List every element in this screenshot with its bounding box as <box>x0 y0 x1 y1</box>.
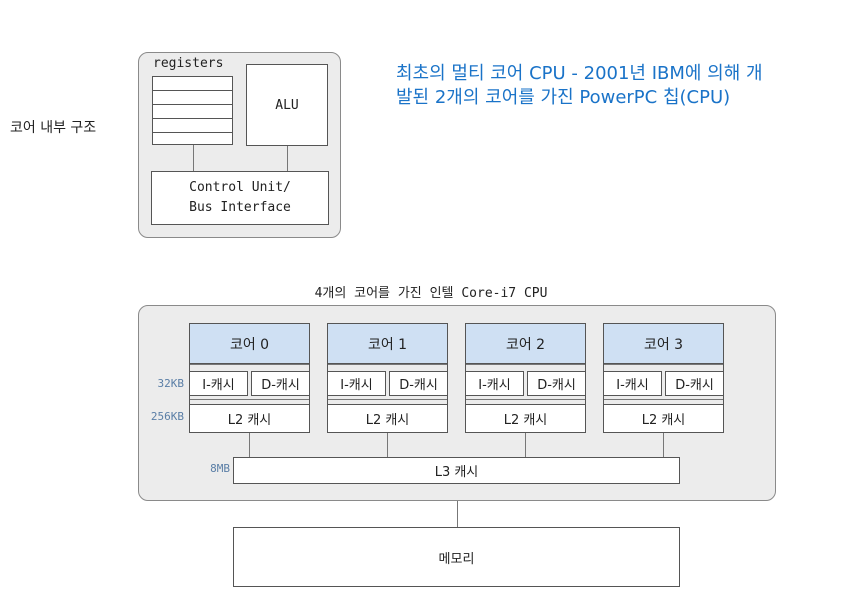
l2-label: L2 캐시 <box>503 413 548 428</box>
alu-box: ALU <box>246 64 328 146</box>
core-separator <box>189 364 310 365</box>
icache-label: I-캐시 <box>478 378 511 393</box>
caption-line-1: 최초의 멀티 코어 CPU - 2001년 IBM에 의해 개 <box>396 63 763 84</box>
core-2-icache: I-캐시 <box>465 371 524 396</box>
l2-size-label: 256KB <box>150 410 184 423</box>
l2-label: L2 캐시 <box>641 413 686 428</box>
core-0-header: 코어 0 <box>189 323 310 364</box>
control-unit-label: Control Unit/ <box>189 180 291 195</box>
core-separator <box>327 399 448 400</box>
l3-cache-label: L3 캐시 <box>434 465 479 480</box>
core-1-l2: L2 캐시 <box>327 404 448 433</box>
cpu-memory-connector <box>457 501 458 527</box>
l2-label: L2 캐시 <box>227 413 272 428</box>
core-1-name: 코어 1 <box>367 336 408 353</box>
icache-label: I-캐시 <box>616 378 649 393</box>
icache-label: I-캐시 <box>202 378 235 393</box>
core-separator <box>465 364 586 365</box>
l3-size-label: 8MB <box>210 462 230 475</box>
l2-l3-connector <box>525 433 526 457</box>
icache-label: I-캐시 <box>340 378 373 393</box>
l3-cache: L3 캐시 <box>233 457 680 484</box>
core-0-dcache: D-캐시 <box>251 371 310 396</box>
dcache-label: D-캐시 <box>261 378 300 393</box>
core-separator <box>603 364 724 365</box>
core-internal-label: 코어 내부 구조 <box>10 120 97 136</box>
core-1-icache: I-캐시 <box>327 371 386 396</box>
core-0-icache: I-캐시 <box>189 371 248 396</box>
core-3-dcache: D-캐시 <box>665 371 724 396</box>
dcache-label: D-캐시 <box>537 378 576 393</box>
alu-label: ALU <box>275 97 299 113</box>
core-3-l2: L2 캐시 <box>603 404 724 433</box>
core-0: 코어 0 I-캐시 D-캐시 L2 캐시 <box>189 323 310 433</box>
memory-label: 메모리 <box>438 551 475 567</box>
bus-interface-label: Bus Interface <box>189 200 291 215</box>
core-0-l2: L2 캐시 <box>189 404 310 433</box>
core-separator <box>189 399 310 400</box>
registers-stack <box>152 76 233 145</box>
connector-line <box>287 146 288 171</box>
core-3: 코어 3 I-캐시 D-캐시 L2 캐시 <box>603 323 724 433</box>
core-2: 코어 2 I-캐시 D-캐시 L2 캐시 <box>465 323 586 433</box>
core-3-icache: I-캐시 <box>603 371 662 396</box>
core-separator <box>465 399 586 400</box>
core-2-header: 코어 2 <box>465 323 586 364</box>
control-unit-box: Control Unit/ Bus Interface <box>151 171 329 225</box>
core-0-name: 코어 0 <box>229 336 270 353</box>
cpu-title: 4개의 코어를 가진 인텔 Core-i7 CPU <box>314 286 548 301</box>
core-separator <box>603 399 724 400</box>
core-1-header: 코어 1 <box>327 323 448 364</box>
core-3-header: 코어 3 <box>603 323 724 364</box>
core-2-dcache: D-캐시 <box>527 371 586 396</box>
memory-box: 메모리 <box>233 527 680 587</box>
core-1: 코어 1 I-캐시 D-캐시 L2 캐시 <box>327 323 448 433</box>
core-2-name: 코어 2 <box>505 336 546 353</box>
registers-label: registers <box>153 56 224 71</box>
connector-line <box>193 145 194 171</box>
l2-l3-connector <box>387 433 388 457</box>
l1-size-label: 32KB <box>157 377 185 390</box>
core-3-name: 코어 3 <box>643 336 684 353</box>
caption-line-2: 발된 2개의 코어를 가진 PowerPC 칩(CPU) <box>396 87 731 108</box>
l2-l3-connector <box>663 433 664 457</box>
core-separator <box>327 364 448 365</box>
l2-label: L2 캐시 <box>365 413 410 428</box>
caption-text: 최초의 멀티 코어 CPU - 2001년 IBM에 의해 개 발된 2개의 코… <box>396 62 862 110</box>
core-2-l2: L2 캐시 <box>465 404 586 433</box>
dcache-label: D-캐시 <box>675 378 714 393</box>
dcache-label: D-캐시 <box>399 378 438 393</box>
core-1-dcache: D-캐시 <box>389 371 448 396</box>
l2-l3-connector <box>249 433 250 457</box>
